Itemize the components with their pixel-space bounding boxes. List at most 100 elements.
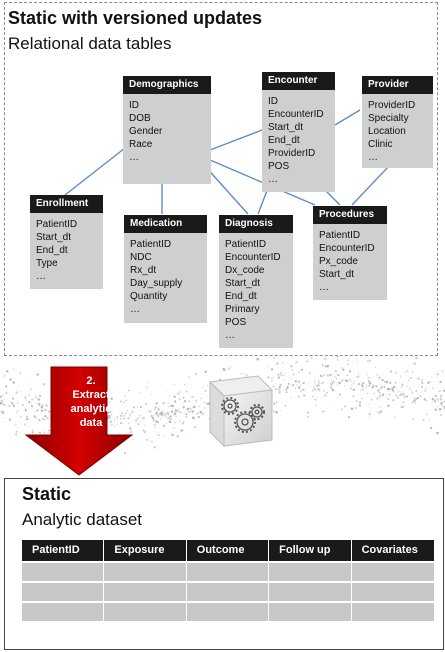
table-demographics: Demographics ID DOB Gender Race … <box>123 76 211 184</box>
field: POS <box>268 161 290 172</box>
step-number: 2. <box>86 375 96 387</box>
table-cell <box>186 561 270 581</box>
table-cell <box>22 561 105 581</box>
field: End_dt <box>36 245 68 256</box>
field: Type <box>36 258 58 269</box>
table-cell <box>351 581 434 601</box>
table-cell <box>22 601 105 621</box>
panel-title: Static <box>22 484 72 504</box>
table-cell <box>186 581 270 601</box>
field: PatientID <box>225 239 267 250</box>
table-fields: PatientID NDC Rx_dt Day_supply Quantity … <box>124 233 207 323</box>
field: Location <box>368 126 406 137</box>
table-provider: Provider ProviderID Specialty Location C… <box>362 76 433 168</box>
table-row <box>22 581 434 601</box>
table-fields: ID EncounterID Start_dt End_dt ProviderI… <box>262 90 335 192</box>
field: End_dt <box>225 291 257 302</box>
table-diagnosis: Diagnosis PatientID EncounterID Dx_code … <box>219 215 293 348</box>
field: Dx_code <box>225 265 265 276</box>
table-cell <box>104 561 187 581</box>
table-header: Enrollment <box>30 195 103 213</box>
field: Rx_dt <box>130 265 157 276</box>
arrow-line: data <box>79 417 103 429</box>
field: DOB <box>129 113 151 124</box>
panel-subtitle: Analytic dataset <box>22 510 143 529</box>
field: ID <box>268 96 278 107</box>
table-procedures: Procedures PatientID EncounterID Px_code… <box>313 206 387 300</box>
table-row <box>22 601 434 621</box>
field: Px_code <box>319 256 358 267</box>
field: End_dt <box>268 135 300 146</box>
table-cell <box>269 581 352 601</box>
table-cell <box>269 601 352 621</box>
field: … <box>368 152 378 163</box>
field: PatientID <box>36 219 78 230</box>
table-cell <box>104 601 187 621</box>
table-header-row: PatientID Exposure Outcome Follow up Cov… <box>22 540 434 561</box>
field: … <box>36 271 46 282</box>
field: Gender <box>129 126 163 137</box>
table-cell <box>351 561 434 581</box>
table-fields: PatientID EncounterID Dx_code Start_dt E… <box>219 233 293 348</box>
field: NDC <box>130 252 152 263</box>
field: EncounterID <box>268 109 324 120</box>
table-cell <box>104 581 187 601</box>
gear-cube-icon <box>208 375 274 448</box>
table-header: Medication <box>124 215 207 233</box>
field: Quantity <box>130 291 168 302</box>
table-fields: ID DOB Gender Race … <box>123 94 211 184</box>
field: … <box>225 330 235 341</box>
table-medication: Medication PatientID NDC Rx_dt Day_suppl… <box>124 215 207 323</box>
field: EncounterID <box>225 252 281 263</box>
arrow-line: Extract <box>72 389 110 401</box>
field: EncounterID <box>319 243 375 254</box>
field: Start_dt <box>319 269 355 280</box>
table-cell <box>269 561 352 581</box>
field: ProviderID <box>368 100 416 111</box>
field: POS <box>225 317 247 328</box>
extract-arrow-label: 2. Extract analytic data <box>56 374 126 430</box>
table-header: Provider <box>362 76 433 94</box>
scatter-texture <box>0 356 445 455</box>
column-header: Exposure <box>104 540 187 561</box>
table-cell <box>22 581 105 601</box>
table-cell <box>351 601 434 621</box>
field: … <box>129 152 139 163</box>
analytic-table: PatientID Exposure Outcome Follow up Cov… <box>22 540 434 621</box>
table-fields: ProviderID Specialty Location Clinic … <box>362 94 433 168</box>
table-fields: PatientID Start_dt End_dt Type … <box>30 213 103 289</box>
field: Primary <box>225 304 260 315</box>
link-demographics-enrollment <box>64 147 126 196</box>
column-header: Outcome <box>186 540 270 561</box>
field: … <box>319 282 329 293</box>
table-encounter: Encounter ID EncounterID Start_dt End_dt… <box>262 72 335 192</box>
table-row <box>22 561 434 581</box>
panel-subtitle: Relational data tables <box>8 34 172 53</box>
field: Clinic <box>368 139 393 150</box>
field: Start_dt <box>268 122 304 133</box>
field: ProviderID <box>268 148 316 159</box>
field: … <box>268 174 278 185</box>
table-enrollment: Enrollment PatientID Start_dt End_dt Typ… <box>30 195 103 289</box>
column-header: Covariates <box>351 540 434 561</box>
link-demographics-encounter <box>209 129 263 151</box>
field: Start_dt <box>225 278 261 289</box>
link-encounter-diagnosis <box>257 187 269 215</box>
field: … <box>130 304 140 315</box>
column-header: PatientID <box>22 540 105 561</box>
column-header: Follow up <box>269 540 352 561</box>
field: Day_supply <box>130 278 183 289</box>
field: PatientID <box>319 230 361 241</box>
table-header: Demographics <box>123 76 211 94</box>
table-cell <box>186 601 270 621</box>
extract-arrow <box>24 366 134 476</box>
field: Race <box>129 139 153 150</box>
link-encounter-provider <box>334 109 361 126</box>
table-fields: PatientID EncounterID Px_code Start_dt … <box>313 224 387 300</box>
table-header: Encounter <box>262 72 335 90</box>
panel-title: Static with versioned updates <box>8 8 263 28</box>
table-header: Diagnosis <box>219 215 293 233</box>
field: Specialty <box>368 113 409 124</box>
arrow-line: analytic <box>70 403 112 415</box>
field: Start_dt <box>36 232 72 243</box>
